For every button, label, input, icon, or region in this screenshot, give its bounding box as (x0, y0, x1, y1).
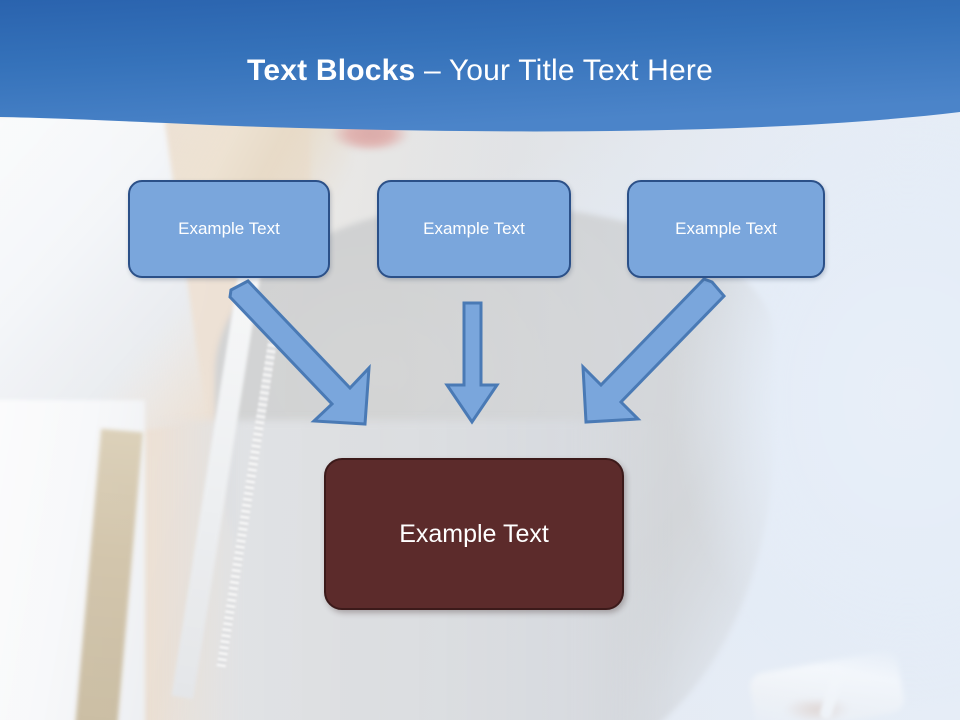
main-text-block[interactable]: Example Text (324, 458, 624, 610)
header-band: Text Blocks – Your Title Text Here (0, 0, 960, 145)
header-wave-shape (0, 0, 960, 132)
text-block-3-label: Example Text (675, 219, 777, 238)
text-block-1[interactable]: Example Text (128, 180, 330, 278)
page-title-strong: Text Blocks (247, 54, 416, 87)
text-block-1-label: Example Text (178, 219, 280, 238)
page-title: Text Blocks – Your Title Text Here (0, 54, 960, 88)
text-block-3[interactable]: Example Text (627, 180, 825, 278)
text-block-2[interactable]: Example Text (377, 180, 571, 278)
text-block-2-label: Example Text (423, 219, 525, 238)
page-title-rest: – Your Title Text Here (415, 54, 713, 87)
main-text-block-label: Example Text (399, 519, 549, 548)
